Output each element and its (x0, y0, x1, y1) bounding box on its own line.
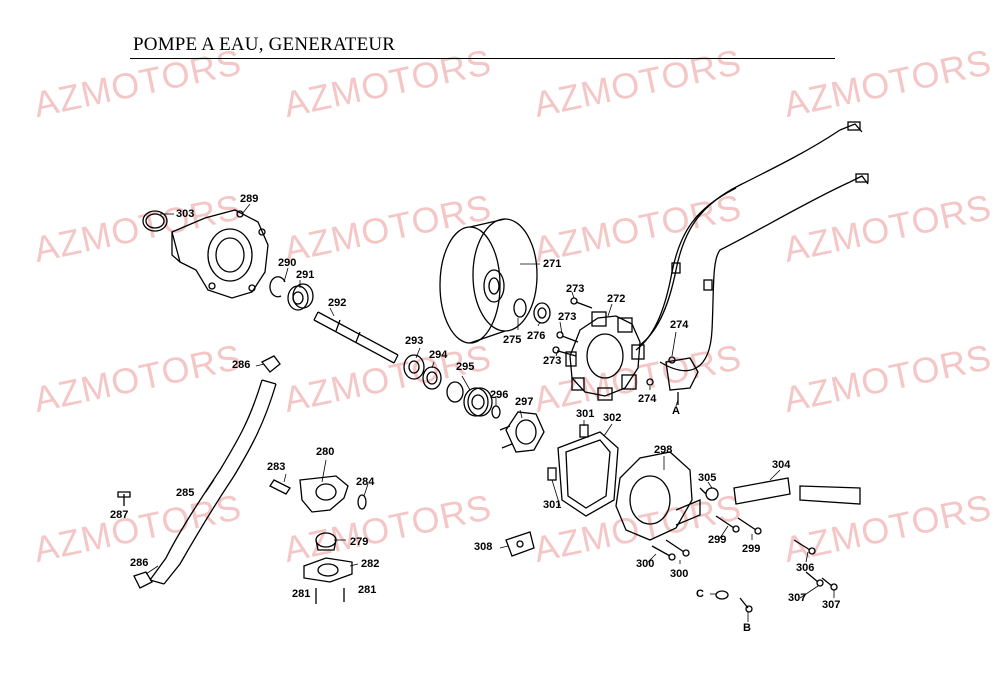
callout-292: 292 (328, 297, 347, 309)
part-290-circlip (269, 276, 286, 298)
callout-306: 306 (796, 562, 815, 574)
callout-304: 304 (772, 459, 791, 471)
part-305-clamp (699, 487, 719, 501)
part-285-hose (149, 379, 277, 585)
part-295-seal (446, 381, 493, 417)
part-273-screws (552, 297, 593, 357)
callout-283: 283 (267, 461, 286, 473)
callout-A: A (672, 405, 680, 417)
part-292-shaft (313, 311, 399, 364)
callout-284: 284 (356, 476, 375, 488)
callout-C: C (696, 588, 704, 600)
callout-299: 299 (742, 543, 761, 555)
part-c-washer (715, 590, 729, 600)
callout-298: 298 (654, 444, 673, 456)
callout-285: 285 (176, 487, 195, 499)
callout-299: 299 (708, 534, 727, 546)
part-294-seal (422, 366, 442, 390)
part-275-washer (513, 298, 527, 318)
part-284-o-ring (357, 494, 367, 510)
callout-300: 300 (670, 568, 689, 580)
callout-303: 303 (176, 208, 195, 220)
callout-286: 286 (232, 359, 251, 371)
callout-281: 281 (292, 588, 311, 600)
callout-294: 294 (429, 349, 448, 361)
part-289-pump-cover (171, 209, 269, 299)
part-272-stator (565, 311, 645, 401)
callout-B: B (743, 622, 751, 634)
part-286-clamp (133, 355, 281, 589)
callout-271: 271 (543, 258, 562, 270)
callout-291: 291 (296, 269, 315, 281)
callout-296: 296 (490, 389, 509, 401)
part-279-thermostat (315, 532, 337, 551)
callout-281: 281 (358, 584, 377, 596)
callout-289: 289 (240, 193, 259, 205)
wiring-harness (635, 121, 869, 372)
callout-274: 274 (670, 319, 689, 331)
callout-300: 300 (636, 558, 655, 570)
callout-282: 282 (361, 558, 380, 570)
callout-293: 293 (405, 335, 424, 347)
callout-301: 301 (543, 499, 562, 511)
part-283-sensor (269, 479, 291, 495)
callout-301: 301 (576, 408, 595, 420)
callout-273: 273 (558, 311, 577, 323)
part-302-gasket (557, 431, 619, 517)
callout-272: 272 (607, 293, 626, 305)
part-308-bracket (505, 531, 535, 557)
callout-274: 274 (638, 393, 657, 405)
part-b-bolt (739, 597, 753, 613)
part-298-pump-housing (615, 451, 701, 541)
callout-307: 307 (788, 592, 807, 604)
part-304-hose (733, 477, 861, 505)
part-274-pickup-coil (646, 356, 699, 405)
callout-287: 287 (110, 509, 129, 521)
callout-290: 290 (278, 257, 297, 269)
callout-305: 305 (698, 472, 717, 484)
callout-273: 273 (543, 355, 562, 367)
part-291-bearing (287, 283, 314, 311)
part-303-o-ring (142, 210, 168, 232)
callout-276: 276 (527, 330, 546, 342)
callout-275: 275 (503, 334, 522, 346)
title-rule (130, 58, 835, 59)
part-300-bolts (651, 539, 690, 561)
part-293-bearing (403, 354, 425, 380)
part-271-flywheel (439, 218, 538, 344)
callout-302: 302 (603, 412, 622, 424)
part-296-washer (491, 405, 501, 419)
part-287-bolt (117, 491, 131, 506)
part-281-bolts (315, 588, 345, 604)
callout-308: 308 (474, 541, 493, 553)
part-301-dowel (547, 424, 589, 481)
leader-lines (145, 203, 835, 622)
page-title: POMPE A EAU, GENERATEUR (133, 34, 396, 55)
part-280-thermostat-housing (299, 475, 349, 513)
callout-280: 280 (316, 446, 335, 458)
callout-297: 297 (515, 396, 534, 408)
part-299-bolts (715, 515, 762, 535)
callout-307: 307 (822, 599, 841, 611)
part-297-impeller (499, 411, 545, 453)
callout-286: 286 (130, 557, 149, 569)
callout-279: 279 (350, 536, 369, 548)
callout-273: 273 (566, 283, 585, 295)
part-276-nut (533, 302, 551, 324)
part-282-gasket (303, 557, 353, 583)
callout-295: 295 (456, 361, 475, 373)
